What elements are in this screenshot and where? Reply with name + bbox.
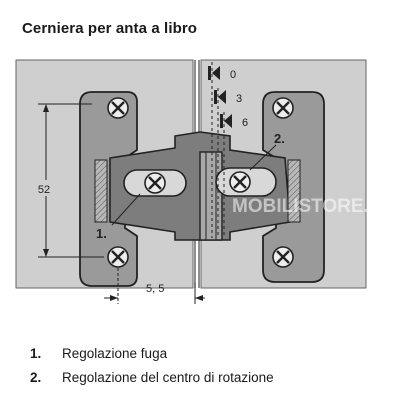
callout-1-leader [111,193,141,226]
callout-2: 2. [274,131,285,146]
screw-icon [106,96,130,120]
height-value: 52 [38,184,50,196]
gap-label-6: 6 [242,117,248,129]
left-mounting-plate [79,91,138,287]
screw-icon [271,245,295,269]
arrow-left-icon [212,66,220,80]
height-label-bg [32,180,56,196]
offset-value: 5, 5 [146,283,164,295]
callout-1: 1. [96,226,107,241]
legend-text: Regolazione del centro di rotazione [62,369,274,385]
right-hatch [287,159,301,223]
legend-item: 2. Regolazione del centro di rotazione [30,365,274,389]
screw-icon [143,171,167,195]
callout-2-leader [249,144,277,171]
arrow-left-icon [224,114,232,128]
gap-label-3: 3 [236,93,242,105]
legend-number: 1. [30,345,42,361]
gap-scale [208,62,232,238]
gap-label-0: 0 [230,69,236,81]
legend-number: 2. [30,369,42,385]
legend: 1. Regolazione fuga 2. Regolazione del c… [30,341,274,389]
screw-icon [228,170,252,194]
watermark: MOBILISTORE.it [232,196,381,217]
pivot-block [199,151,223,241]
page-title: Cerniera per anta a libro [22,20,198,37]
legend-item: 1. Regolazione fuga [30,341,274,365]
legend-text: Regolazione fuga [62,345,168,361]
offset-dimension [104,268,205,304]
left-hatch [94,159,108,223]
arrow-left-icon [218,90,226,104]
screw-icon [106,245,130,269]
screw-icon [271,96,295,120]
